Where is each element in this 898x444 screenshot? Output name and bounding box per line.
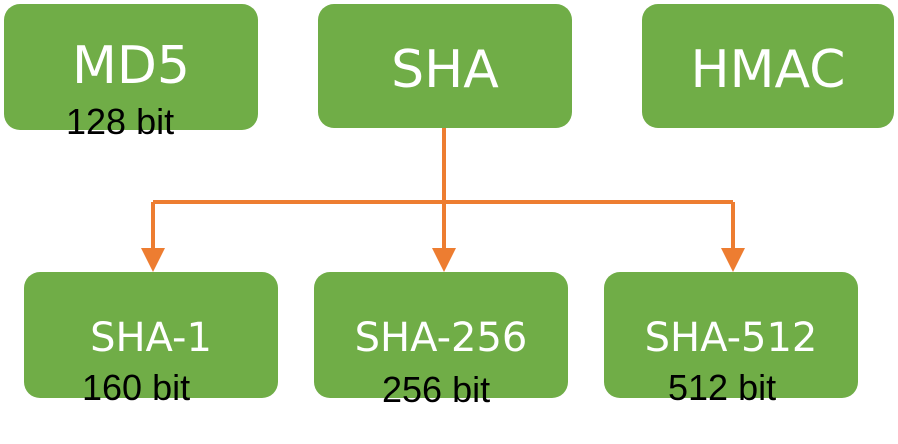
arrowhead-sha256: [432, 248, 456, 272]
sha1-box: SHA-1 160 bit: [24, 272, 278, 406]
md5-label: MD5: [72, 36, 190, 96]
sha1-label: SHA-1: [90, 315, 212, 361]
sha256-label: SHA-256: [354, 315, 528, 361]
sha256-bits: 256 bit: [382, 369, 491, 410]
arrowhead-sha1: [141, 248, 165, 272]
sha512-box: SHA-512 512 bit: [604, 272, 858, 406]
arrowhead-sha512: [721, 248, 745, 272]
md5-box: MD5 128 bit: [4, 4, 258, 140]
sha-box: SHA: [318, 4, 572, 128]
sha-label: SHA: [391, 40, 499, 100]
hmac-label: HMAC: [690, 40, 846, 100]
sha512-label: SHA-512: [644, 315, 818, 361]
md5-bits: 128 bit: [66, 101, 175, 142]
sha512-bits: 512 bit: [668, 367, 777, 408]
sha256-box: SHA-256 256 bit: [314, 272, 568, 408]
sha1-bits: 160 bit: [82, 367, 191, 408]
hmac-box: HMAC: [642, 4, 894, 128]
